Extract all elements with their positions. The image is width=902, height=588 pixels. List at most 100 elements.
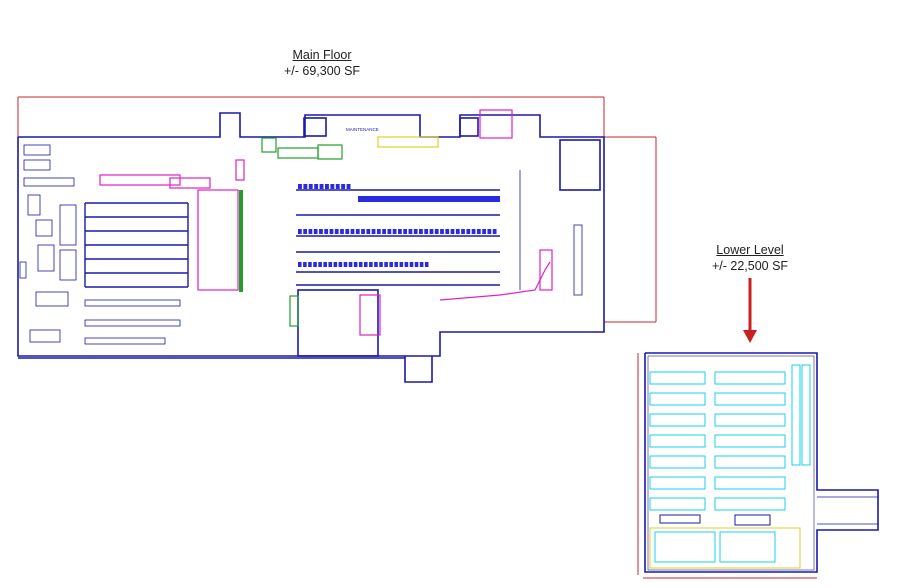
lower-level-bottom-area xyxy=(649,514,801,569)
main-floor-area: +/- 69,300 SF xyxy=(283,64,361,78)
equipment-cell xyxy=(374,262,378,267)
equipment-cell xyxy=(313,262,317,267)
lower-rack xyxy=(649,476,706,490)
lower-level-area: +/- 22,500 SF xyxy=(711,259,789,273)
equipment-cell xyxy=(325,184,329,189)
main-floor-accents xyxy=(99,109,553,336)
equipment-cell xyxy=(298,262,302,267)
equipment-cell xyxy=(487,229,492,234)
equipment-cell xyxy=(413,229,418,234)
equipment-cell xyxy=(394,262,399,267)
equipment-cell xyxy=(382,229,386,234)
equipment-cell xyxy=(424,229,429,234)
equipment-cell xyxy=(389,262,393,267)
equipment-cell xyxy=(314,184,319,189)
equipment-cell xyxy=(403,229,408,234)
equipment-cell xyxy=(313,229,318,234)
equipment-cell xyxy=(346,184,351,189)
equipment-cell xyxy=(376,229,381,234)
equipment-cell xyxy=(445,229,450,234)
lower-level-racks xyxy=(649,371,786,511)
equipment-cell xyxy=(434,229,439,234)
equipment-cell xyxy=(318,262,322,267)
main-floor-walls xyxy=(17,112,605,383)
lower-rack xyxy=(714,434,786,448)
main-floor-caption: Main Floor +/- 69,300 SF xyxy=(262,47,382,79)
lower-rack xyxy=(714,476,786,490)
equipment-cell xyxy=(440,229,444,234)
equipment-cell xyxy=(303,262,307,267)
equipment-cell xyxy=(348,262,353,267)
equipment-cell xyxy=(419,262,424,267)
main-floor-dimensions xyxy=(17,96,657,323)
lower-rack xyxy=(649,413,706,427)
equipment-cell xyxy=(471,229,476,234)
equipment-cell xyxy=(414,262,419,267)
lower-rack xyxy=(649,371,706,385)
main-floor-center-equipment xyxy=(298,184,497,267)
lower-level-walls xyxy=(644,352,879,573)
equipment-cell xyxy=(366,229,371,234)
equipment-cell xyxy=(392,229,397,234)
equipment-cell xyxy=(340,229,344,234)
equipment-cell xyxy=(424,262,429,267)
equipment-cell xyxy=(319,184,324,189)
lower-rack xyxy=(714,392,786,406)
equipment-cell xyxy=(461,229,465,234)
equipment-cell xyxy=(308,262,312,267)
equipment-cell xyxy=(408,229,413,234)
lower-level-title: Lower Level xyxy=(716,243,784,257)
main-floor-center-racks xyxy=(296,170,583,296)
lower-rack xyxy=(649,455,706,469)
equipment-cell xyxy=(387,229,392,234)
lower-rack xyxy=(714,497,786,511)
equipment-cell xyxy=(450,229,455,234)
maintenance-label: MAINTENANCE xyxy=(346,127,379,132)
equipment-cell xyxy=(303,229,308,234)
equipment-cell xyxy=(492,229,497,234)
lower-rack xyxy=(714,455,786,469)
equipment-cell xyxy=(329,229,334,234)
equipment-cell xyxy=(298,184,302,189)
equipment-cell xyxy=(333,262,338,267)
equipment-cell xyxy=(323,262,327,267)
lower-rack xyxy=(649,392,706,406)
equipment-cell xyxy=(466,229,471,234)
equipment-cell xyxy=(419,229,423,234)
equipment-cell xyxy=(482,229,486,234)
lower-rack xyxy=(714,413,786,427)
lower-rack xyxy=(649,497,706,511)
equipment-cell xyxy=(328,262,333,267)
equipment-cell xyxy=(384,262,388,267)
equipment-cell xyxy=(334,229,339,234)
equipment-cell xyxy=(429,229,434,234)
lower-level-side-racks xyxy=(791,364,811,466)
equipment-cell xyxy=(335,184,340,189)
equipment-cell xyxy=(338,262,343,267)
arrow-down-icon xyxy=(743,278,757,343)
equipment-cell xyxy=(404,262,409,267)
equipment-cell xyxy=(358,262,363,267)
equipment-cell xyxy=(350,229,355,234)
equipment-cell xyxy=(308,184,313,189)
equipment-cell xyxy=(476,229,481,234)
equipment-cell xyxy=(319,229,323,234)
equipment-cell xyxy=(399,262,404,267)
equipment-cell xyxy=(409,262,414,267)
equipment-cell xyxy=(330,184,335,189)
equipment-cell xyxy=(341,184,346,189)
equipment-cell xyxy=(298,229,302,234)
main-floor-left-zone xyxy=(19,144,181,345)
equipment-cell xyxy=(364,262,368,267)
lower-rack xyxy=(649,434,706,448)
equipment-cell xyxy=(324,229,329,234)
equipment-cell xyxy=(355,229,360,234)
equipment-cell xyxy=(369,262,373,267)
equipment-cell xyxy=(379,262,383,267)
equipment-cell xyxy=(371,229,376,234)
equipment-cell xyxy=(345,229,350,234)
equipment-cell xyxy=(353,262,358,267)
main-floor-title: Main Floor xyxy=(292,48,352,62)
main-floor-left-racks xyxy=(84,202,189,288)
equipment-cell xyxy=(343,262,348,267)
